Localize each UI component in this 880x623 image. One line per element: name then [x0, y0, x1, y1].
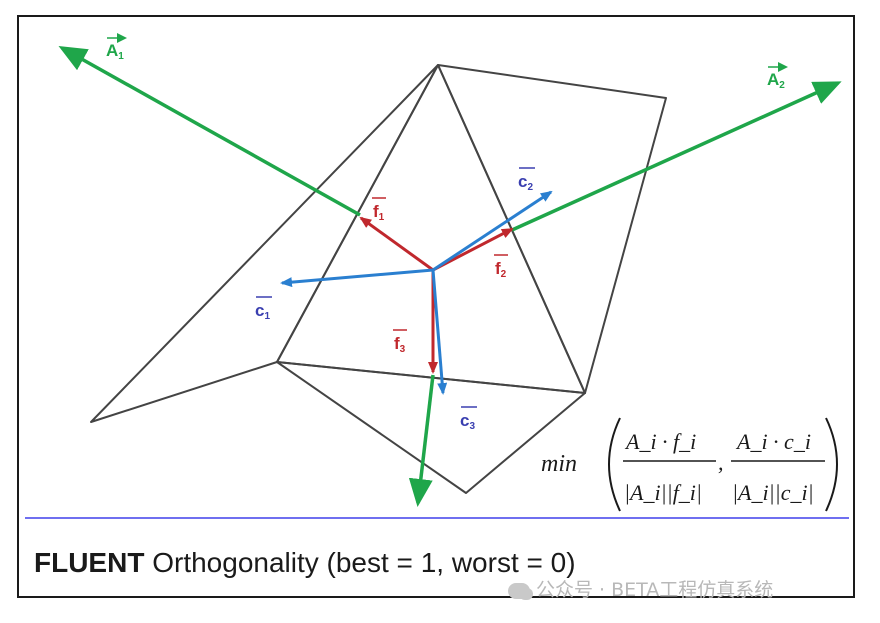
svg-text:f2: f2 [495, 259, 507, 280]
formula-min: min [541, 451, 577, 477]
svg-text:c3: c3 [460, 411, 475, 432]
left-neighbor-cell [90, 64, 439, 423]
label-c1: c1 [255, 296, 272, 322]
center-triangle-cell [276, 64, 586, 394]
watermark: 公众号 · BETA工程仿真系统 [508, 575, 773, 602]
label-f3: f3 [393, 329, 407, 355]
svg-text:f1: f1 [373, 202, 385, 223]
face-vector-f2 [432, 227, 514, 272]
orthogonality-formula: min A_i · f_i |A_i||f_i| , A_i · c_i |A_… [541, 417, 838, 512]
svg-text:c1: c1 [255, 301, 270, 322]
label-c2: c2 [518, 167, 535, 193]
label-f1: f1 [372, 197, 386, 223]
area-vector-A3 [408, 374, 435, 507]
formula-term2-denominator: |A_i||c_i| [732, 480, 814, 505]
formula-term1-numerator: A_i · f_i [624, 429, 696, 454]
label-A1: A1 [106, 33, 127, 62]
svg-text:f3: f3 [394, 334, 406, 355]
formula-term1-denominator: |A_i||f_i| [624, 480, 702, 505]
centroid-vector-c2 [432, 190, 553, 272]
svg-text:,: , [718, 450, 724, 475]
area-vector-A1 [58, 46, 361, 217]
svg-text:A2: A2 [767, 70, 785, 91]
label-A2: A2 [767, 62, 788, 91]
centroid-vector-c1 [280, 268, 434, 288]
caption-divider [25, 517, 849, 519]
label-c3: c3 [460, 406, 477, 432]
right-neighbor-cell [437, 64, 667, 394]
label-f2: f2 [494, 254, 508, 280]
caption-text: Orthogonality (best = 1, worst = 0) [144, 547, 576, 578]
figure-caption: FLUENT Orthogonality (best = 1, worst = … [34, 547, 576, 579]
face-vector-f1 [359, 216, 434, 272]
watermark-text: 公众号 · BETA工程仿真系统 [536, 579, 774, 601]
wechat-icon [508, 582, 533, 600]
centroid-vector-c3 [431, 269, 448, 395]
svg-text:A1: A1 [106, 41, 124, 62]
caption-bold: FLUENT [34, 547, 145, 578]
svg-text:c2: c2 [518, 172, 533, 193]
area-vector-A2 [511, 81, 842, 232]
formula-term2-numerator: A_i · c_i [735, 429, 811, 454]
